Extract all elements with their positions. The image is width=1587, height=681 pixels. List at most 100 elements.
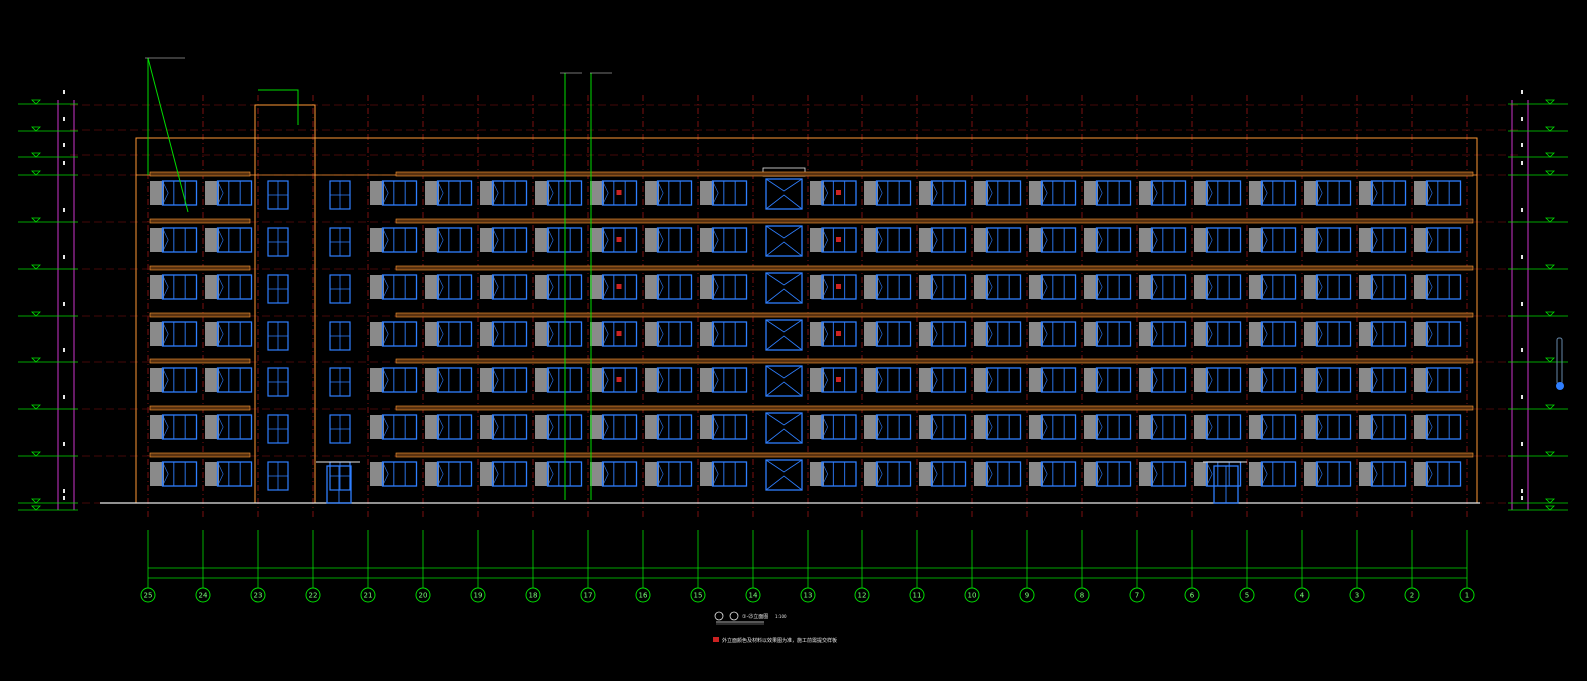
- window-swing: [1316, 367, 1323, 393]
- window: [1315, 321, 1352, 347]
- wall-panel: [645, 415, 659, 439]
- wall-panel: [1029, 415, 1043, 439]
- wall-panel: [1304, 368, 1318, 392]
- window-swing: [1041, 414, 1048, 440]
- axis-bubble-22: [305, 587, 321, 603]
- window: [1040, 180, 1077, 206]
- window: [1370, 414, 1407, 440]
- axis-bubble-16: [635, 587, 651, 603]
- window-swing: [931, 227, 938, 253]
- core-window-hatch: [765, 272, 803, 304]
- level-tick: [1521, 496, 1523, 500]
- wall-panel: [1084, 228, 1098, 252]
- window-swing: [1261, 461, 1268, 487]
- wall-panel: [1414, 462, 1428, 486]
- floor-slab-4: [395, 312, 1474, 318]
- wall-panel: [590, 228, 604, 252]
- window-swing: [712, 227, 719, 253]
- wall-panel: [974, 181, 988, 205]
- window: [601, 227, 638, 253]
- window: [1095, 227, 1132, 253]
- window-swing: [1151, 180, 1158, 206]
- note-marker: [713, 637, 719, 642]
- axis-label-12: 12: [858, 592, 867, 600]
- wall-panel: [974, 368, 988, 392]
- window: [1425, 180, 1462, 206]
- window-swing: [602, 367, 609, 393]
- wall-panel: [700, 368, 714, 392]
- window: [1205, 227, 1242, 253]
- window: [1315, 367, 1352, 393]
- window-swing: [162, 321, 169, 347]
- level-triangle: [31, 170, 41, 176]
- wall-panel: [645, 228, 659, 252]
- window: [821, 461, 857, 487]
- window-swing: [986, 414, 993, 440]
- window: [1425, 367, 1462, 393]
- wall-panel: [1029, 228, 1043, 252]
- window-swing: [821, 461, 828, 487]
- window-swing: [1096, 414, 1103, 440]
- window-swing: [1316, 180, 1323, 206]
- axis-bubble-14: [745, 587, 761, 603]
- level-tick: [1521, 442, 1523, 446]
- wall-panel: [205, 368, 219, 392]
- wall-panel: [370, 228, 384, 252]
- wall-panel: [480, 462, 494, 486]
- window: [1205, 274, 1242, 300]
- window-swing: [821, 367, 828, 393]
- window-swing: [1096, 227, 1103, 253]
- window-swing: [931, 321, 938, 347]
- axis-label-21: 21: [364, 592, 373, 600]
- wall-panel: [1249, 228, 1263, 252]
- window: [1315, 461, 1352, 487]
- window: [436, 414, 473, 440]
- wall-panel: [864, 322, 878, 346]
- wall-panel: [150, 181, 164, 205]
- window: [930, 367, 967, 393]
- core-window: [765, 225, 803, 257]
- window-swing: [1426, 321, 1433, 347]
- wall-panel: [1084, 368, 1098, 392]
- floor-slab-left-4: [149, 312, 251, 318]
- window-swing: [382, 414, 389, 440]
- window: [1260, 414, 1297, 440]
- window: [930, 180, 967, 206]
- axis-label-7: 7: [1135, 592, 1139, 600]
- window: [1150, 414, 1187, 440]
- window: [711, 227, 748, 253]
- window: [1150, 367, 1187, 393]
- wall-panel: [150, 322, 164, 346]
- window: [985, 461, 1022, 487]
- wall-panel: [864, 228, 878, 252]
- wall-panel: [700, 228, 714, 252]
- wall-panel: [700, 322, 714, 346]
- wall-panel: [1194, 228, 1208, 252]
- axis-bubble-21: [360, 587, 376, 603]
- wall-panel: [535, 415, 549, 439]
- window: [1260, 180, 1297, 206]
- window: [381, 461, 418, 487]
- window-swing: [1206, 274, 1213, 300]
- wall-panel: [1249, 275, 1263, 299]
- window-swing: [492, 274, 499, 300]
- level-triangle: [31, 152, 41, 158]
- window-swing: [382, 321, 389, 347]
- window-swing: [217, 414, 224, 440]
- floor-slab-2: [395, 405, 1474, 411]
- window-swing: [1426, 180, 1433, 206]
- window: [930, 227, 967, 253]
- wall-panel: [535, 462, 549, 486]
- level-tick: [1521, 143, 1523, 147]
- window-swing: [712, 274, 719, 300]
- window-swing: [547, 227, 554, 253]
- wall-panel: [205, 275, 219, 299]
- window: [711, 414, 748, 440]
- window-swing: [382, 274, 389, 300]
- wall-panel: [150, 368, 164, 392]
- window-swing: [382, 367, 389, 393]
- window-swing: [712, 367, 719, 393]
- window: [601, 180, 638, 206]
- level-tick: [63, 90, 65, 94]
- wall-panel: [1139, 462, 1153, 486]
